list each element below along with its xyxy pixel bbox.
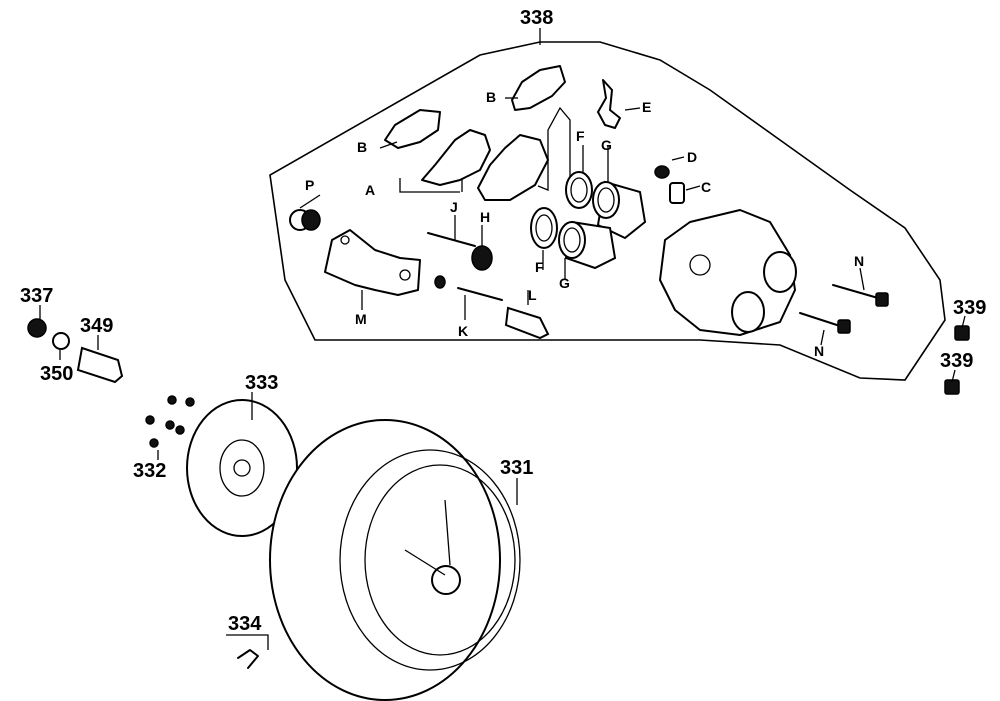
label-339-upper: 339 xyxy=(953,297,986,319)
label-p: P xyxy=(305,177,314,193)
label-n-lower: N xyxy=(814,343,824,359)
spring-part xyxy=(597,79,621,129)
label-n-upper: N xyxy=(854,253,864,269)
label-a: A xyxy=(365,182,375,198)
axle-hardware xyxy=(27,318,124,384)
assembly-outline xyxy=(269,28,946,381)
valve-part xyxy=(237,649,259,669)
label-f-upper: F xyxy=(576,128,585,144)
label-g-upper: G xyxy=(601,137,612,153)
label-b-left: B xyxy=(357,139,367,155)
label-333: 333 xyxy=(245,372,278,394)
label-b-right: B xyxy=(486,89,496,105)
label-331: 331 xyxy=(500,457,533,479)
label-h: H xyxy=(480,209,490,225)
leader-lines xyxy=(39,97,966,650)
rear-wheel xyxy=(269,419,521,701)
caliper-body xyxy=(659,209,797,336)
label-337: 337 xyxy=(20,285,53,307)
label-350: 350 xyxy=(40,363,73,385)
pistons-lower xyxy=(530,207,617,270)
label-l: L xyxy=(528,287,537,303)
bleeder-parts xyxy=(654,165,685,204)
label-e: E xyxy=(642,99,651,115)
label-j: J xyxy=(450,199,458,215)
pin-j-boot-h xyxy=(427,232,493,271)
label-334: 334 xyxy=(228,613,262,635)
pistons-upper xyxy=(565,171,647,240)
disc-bolts xyxy=(145,395,195,448)
label-d: D xyxy=(687,149,697,165)
bush-part xyxy=(289,209,321,231)
brake-pads-group xyxy=(384,65,571,201)
label-k: K xyxy=(458,323,468,339)
pins-n xyxy=(799,284,889,334)
label-338: 338 xyxy=(520,7,553,29)
brake-disc xyxy=(186,399,298,537)
pin-k-sleeve-l xyxy=(434,275,550,340)
label-m: M xyxy=(355,311,367,327)
label-g-lower: G xyxy=(559,275,570,291)
label-c: C xyxy=(701,179,711,195)
label-332: 332 xyxy=(133,460,166,482)
label-f-lower: F xyxy=(535,259,544,275)
bracket-part xyxy=(324,229,421,296)
label-349: 349 xyxy=(80,315,113,337)
label-339-lower: 339 xyxy=(940,350,973,372)
